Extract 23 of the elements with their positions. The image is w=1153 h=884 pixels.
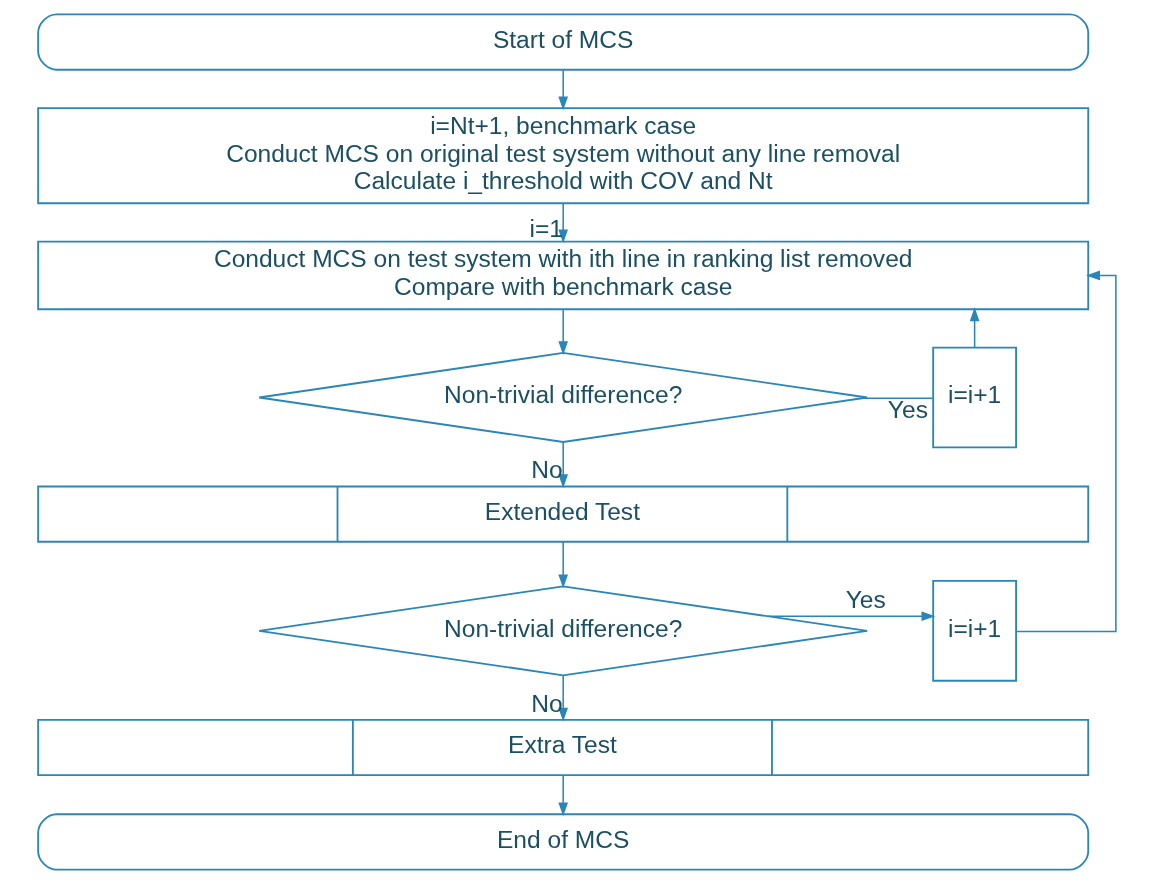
node-box: i=i+1 [931, 580, 1017, 682]
node-box: Start of MCS [36, 13, 1089, 71]
arrow [969, 307, 979, 348]
edge-label: No [530, 689, 563, 717]
arrow [1014, 270, 1117, 633]
node-diamond: Non-trivial difference? [257, 352, 868, 443]
node-box: Conduct MCS on test system with ith line in ranking list removed Compare with benchmark case [36, 240, 1089, 311]
edge-label: No [530, 456, 563, 484]
edge-label: Yes [845, 586, 886, 614]
connector [860, 397, 934, 399]
arrow [557, 441, 568, 489]
node-box: i=i+1 [931, 346, 1017, 449]
arrow [557, 308, 568, 356]
arrow [557, 541, 568, 589]
arrow [766, 611, 935, 622]
arrow [557, 69, 568, 111]
arrow [557, 774, 568, 817]
edge-label: i=1 [529, 214, 563, 242]
edge-label: Yes [887, 395, 928, 423]
arrow [557, 674, 568, 722]
arrow [557, 202, 568, 244]
node-box: End of MCS [36, 813, 1089, 871]
node-box: i=Nt+1, benchmark case Conduct MCS on original test system without any line removal Calculate i_threshold with COV and Nt [36, 107, 1089, 205]
